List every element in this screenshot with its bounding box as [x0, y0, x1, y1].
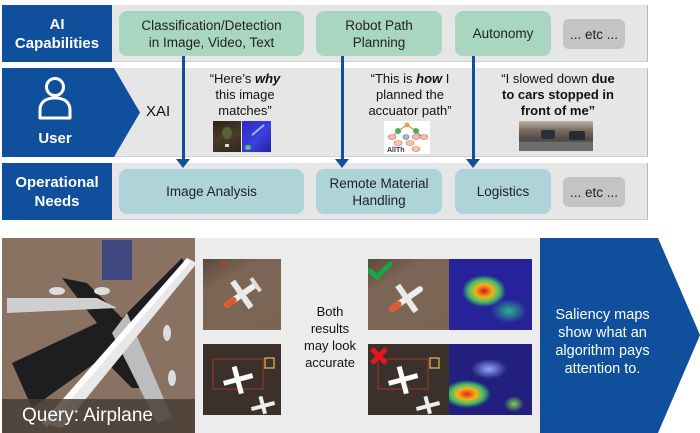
capability-classification-line2: in Image, Video, Text: [148, 34, 275, 50]
callout-line1: Saliency maps: [555, 307, 650, 323]
user-label: User: [38, 130, 72, 147]
quote-how-post: I: [442, 71, 450, 86]
need-logistics-text: Logistics: [476, 184, 530, 199]
query-caption: Query: Airplane: [2, 399, 195, 433]
checkmark-icon: [368, 262, 392, 280]
xai-label: XAI: [146, 103, 171, 120]
result-2-original: [203, 344, 281, 415]
capabilities-label-line1: AI: [49, 15, 65, 33]
saliency-callout-text: Saliency maps show what an algorithm pay…: [540, 306, 665, 378]
both-results-line4: accurate: [305, 355, 355, 370]
quote-slowed-line1: “I slowed down due: [488, 71, 628, 87]
cross-icon: [370, 347, 388, 365]
both-results-line3: may look: [303, 338, 357, 353]
capability-etc: ... etc ...: [563, 19, 625, 49]
capability-robot-line1: Robot Path: [345, 17, 413, 33]
capabilities-label: AI Capabilities: [2, 5, 112, 62]
quote-how: “This is how I planned the accuator path…: [360, 71, 460, 119]
quote-slowed-line3: front of me”: [520, 103, 596, 118]
quote-how-line1: “This is how I: [360, 71, 460, 87]
capability-robot-line2: Planning: [352, 34, 406, 50]
capability-autonomy-text: Autonomy: [472, 26, 534, 41]
capability-etc-text: ... etc ...: [569, 26, 618, 42]
quote-slowed-pre: “I slowed down: [501, 71, 592, 86]
callout-line4: attention to.: [564, 361, 641, 377]
connector-autonomy-to-logistics: [472, 56, 475, 160]
needs-label: Operational Needs: [2, 163, 112, 220]
xai-thumbnail-saliency: [242, 121, 271, 152]
capabilities-label-line2: Capabilities: [14, 34, 100, 52]
quote-why: “Here’s why this image matches”: [200, 71, 290, 119]
arrow-head-3: [466, 159, 480, 168]
connector-classification-to-image-analysis: [182, 56, 185, 160]
need-etc: ... etc ...: [563, 177, 625, 207]
needs-label-line1: Operational: [15, 173, 99, 191]
svg-text:AllTh: AllTh: [387, 147, 405, 154]
result-2-saliency-map: [449, 344, 532, 415]
needs-label-line2: Needs: [34, 192, 80, 210]
quote-how-line2: planned the: [376, 87, 444, 102]
need-logistics: Logistics: [455, 169, 551, 214]
result-1-saliency-map: [449, 259, 532, 330]
quote-why-pre: “Here’s: [209, 71, 255, 86]
quote-slowed-line2: to cars stopped in: [502, 87, 614, 102]
need-remote-material-handling: Remote Material Handling: [316, 169, 442, 214]
both-results-text: Both results may look accurate: [290, 303, 370, 371]
quote-how-emphasis: how: [416, 71, 443, 86]
quote-how-line3: accuator path”: [368, 103, 452, 118]
capability-robot-path-planning: Robot Path Planning: [316, 11, 442, 56]
quote-how-pre: “This is: [370, 71, 417, 86]
quote-slowed-down: “I slowed down due to cars stopped in fr…: [488, 71, 628, 119]
saliency-callout-chevron: [540, 238, 700, 433]
callout-line2: show what an: [558, 325, 647, 341]
path-planning-tree-thumbnail: AllTh: [384, 121, 430, 154]
autonomous-driving-thumbnail: [519, 121, 593, 151]
xai-thumbnail-original: [213, 121, 241, 152]
quote-why-emphasis: why: [254, 71, 281, 86]
quote-why-line2: this image: [215, 87, 275, 102]
user-icon: [38, 77, 72, 120]
quote-why-line3: matches”: [218, 103, 272, 118]
need-remote-line1: Remote Material: [329, 175, 429, 191]
connector-robot-to-remote-handling: [341, 56, 344, 160]
callout-line3: algorithm pays: [555, 343, 650, 359]
capability-classification: Classification/Detection in Image, Video…: [119, 11, 304, 56]
result-1-original: [203, 259, 281, 330]
need-etc-text: ... etc ...: [569, 184, 618, 200]
both-results-line1: Both: [316, 304, 344, 319]
query-airplane-image: Query: Airplane: [2, 238, 195, 433]
quote-why-line1: “Here’s why: [200, 71, 290, 87]
need-remote-line2: Handling: [352, 192, 406, 208]
arrow-head-2: [335, 159, 349, 168]
need-image-analysis-text: Image Analysis: [166, 184, 257, 199]
capability-autonomy: Autonomy: [455, 11, 551, 56]
capability-classification-line1: Classification/Detection: [141, 17, 282, 33]
need-image-analysis: Image Analysis: [119, 169, 304, 214]
quote-slowed-bold: due: [591, 71, 615, 86]
arrow-head-1: [176, 159, 190, 168]
both-results-line2: results: [310, 321, 350, 336]
